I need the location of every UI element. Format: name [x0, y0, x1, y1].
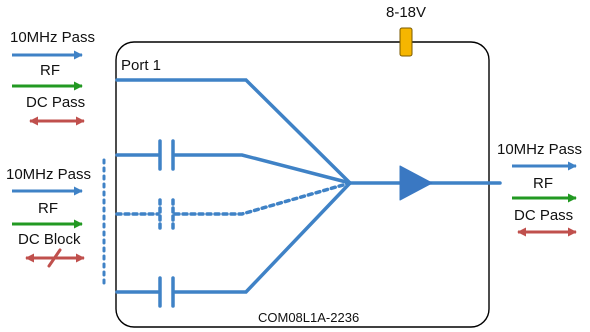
amplifier-triangle [399, 165, 433, 201]
top-dc-label: DC Pass [26, 94, 86, 111]
out-dc-label: DC Pass [514, 207, 574, 224]
out-10mhz-label: 10MHz Pass [497, 141, 583, 158]
port-label: Port 1 [121, 57, 162, 74]
port1-line [115, 78, 352, 185]
power-pin [399, 27, 413, 57]
capacitor-port4 [158, 276, 175, 308]
capacitor-port2 [158, 139, 175, 171]
top-10mhz-label: 10MHz Pass [10, 29, 96, 46]
out-rf-label: RF [533, 175, 553, 192]
port2-line [115, 153, 352, 185]
bottom-rf-label: RF [38, 200, 58, 217]
port3-line [115, 181, 352, 216]
top-rf-label: RF [40, 62, 60, 79]
model-label: COM08L1A-2236 [258, 310, 360, 325]
power-label: 8-18V [386, 4, 427, 21]
bottom-10mhz-label: 10MHz Pass [6, 166, 92, 183]
dc-block-slash [47, 248, 62, 268]
capacitor-port3 [158, 198, 175, 230]
bottom-dc-label: DC Block [18, 231, 81, 248]
port4-line [115, 181, 352, 294]
